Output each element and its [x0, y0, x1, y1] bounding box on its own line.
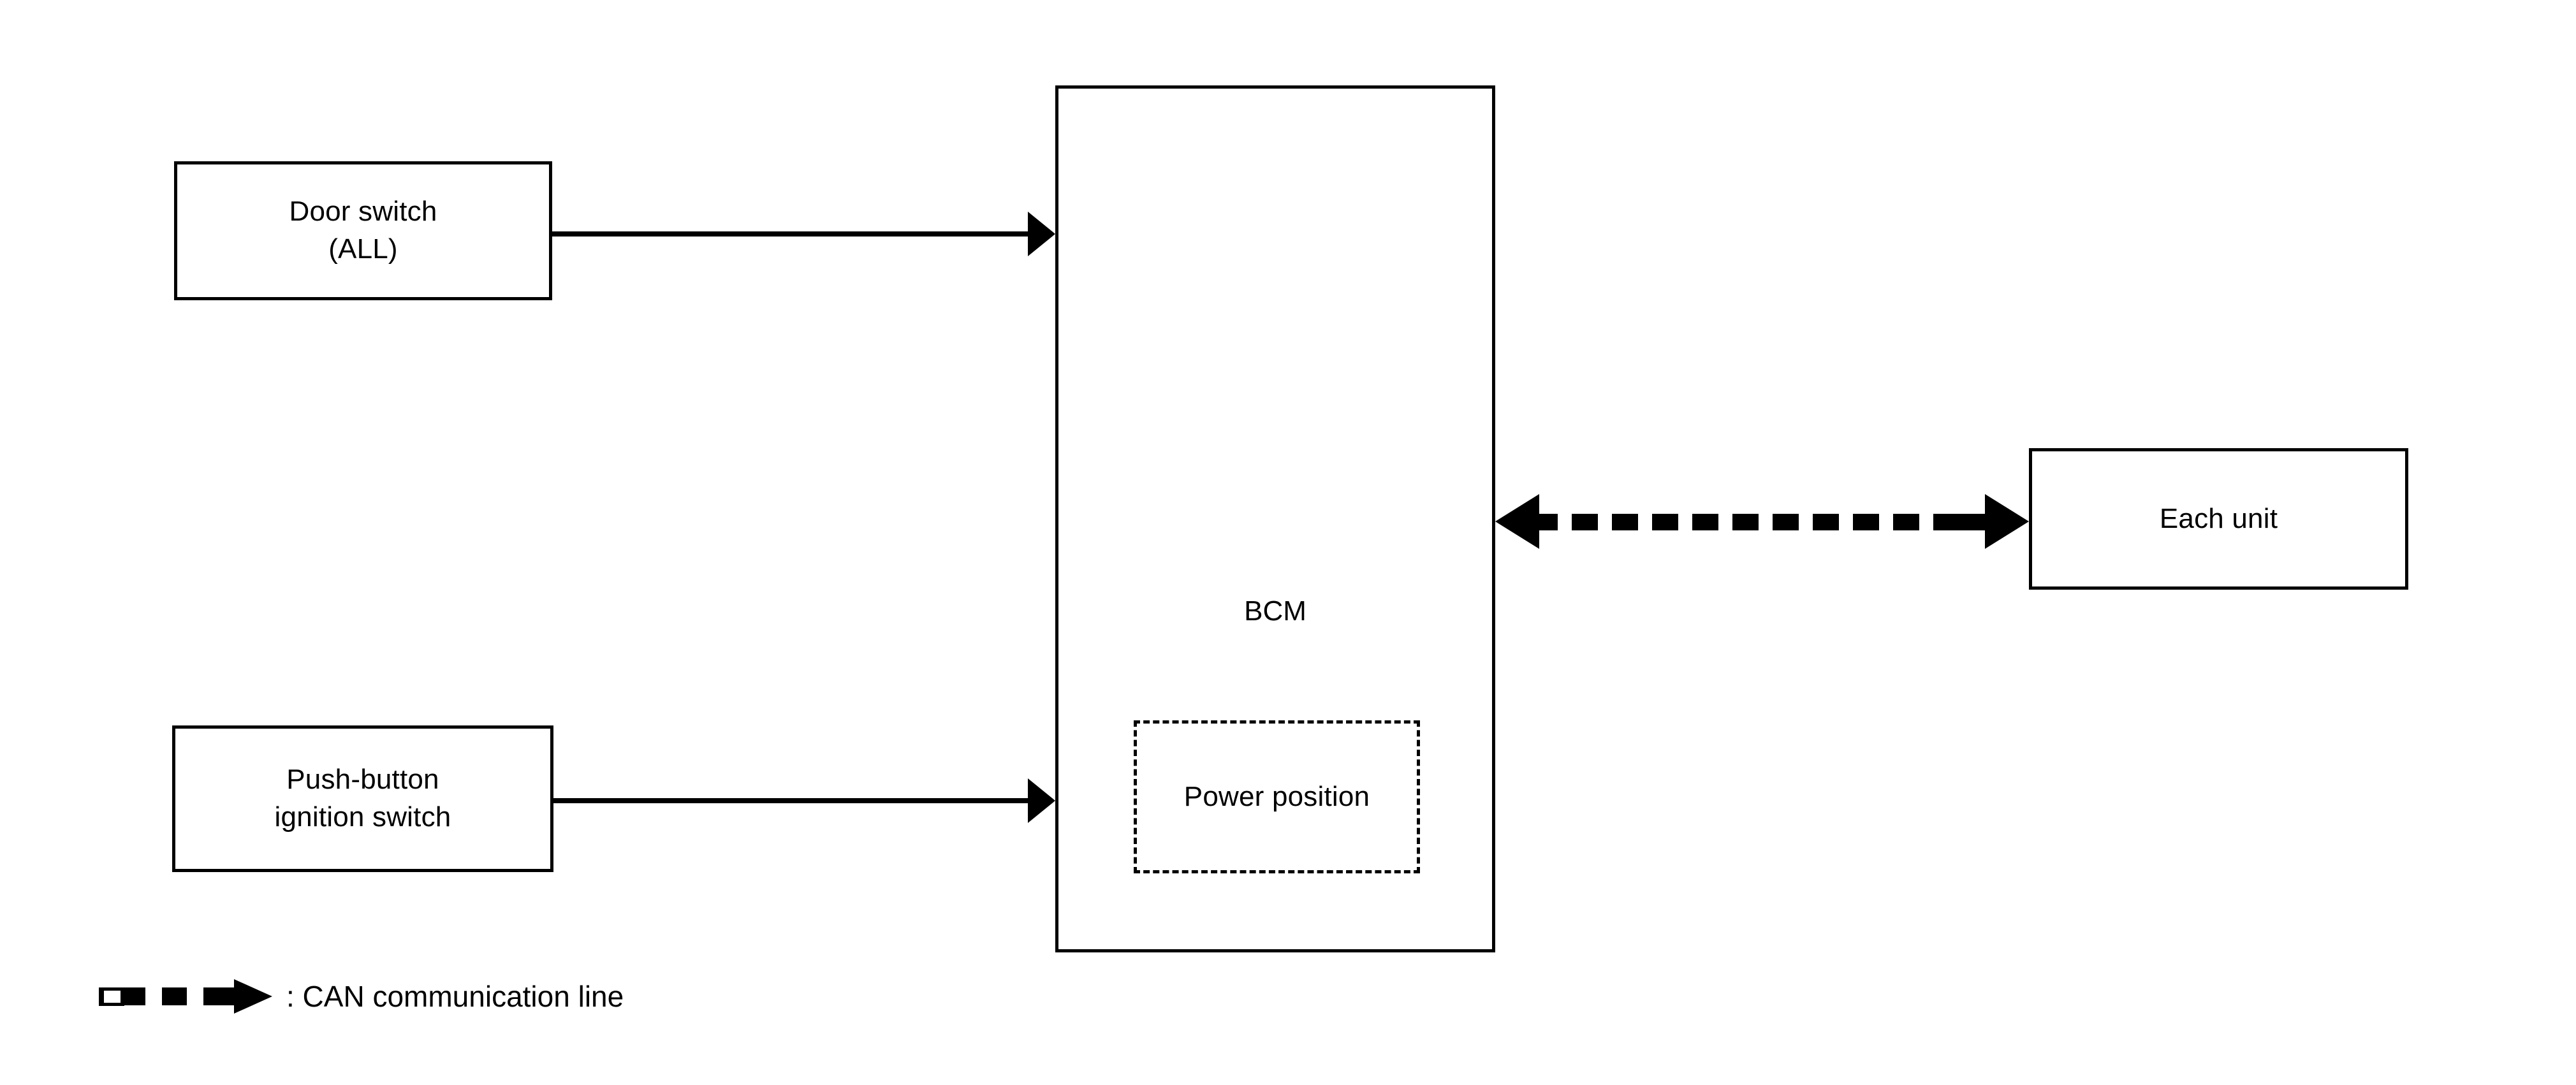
node-push-button-ignition-switch-label: Push-button ignition switch — [274, 764, 451, 833]
node-door-switch-label: Door switch (ALL) — [289, 196, 437, 265]
node-push-button-ignition-switch[interactable]: Push-button ignition switch — [172, 725, 553, 872]
connector-ignition-switch-to-bcm — [553, 778, 1055, 823]
node-each-unit-label: Each unit — [2159, 502, 2278, 534]
node-power-position-label: Power position — [1183, 780, 1370, 812]
node-power-position[interactable]: Power position — [1134, 720, 1420, 873]
node-each-unit[interactable]: Each unit — [2029, 448, 2408, 590]
node-bcm[interactable]: BCM Power position — [1055, 85, 1495, 952]
connector-bcm-to-each-unit-can — [1495, 494, 2029, 549]
node-door-switch[interactable]: Door switch (ALL) — [174, 161, 552, 300]
legend-can-communication-line: : CAN communication line — [99, 975, 624, 1017]
legend-can-communication-line-label: : CAN communication line — [286, 980, 624, 1013]
can-communication-arrow-icon — [99, 979, 272, 1014]
connector-door-switch-to-bcm — [552, 212, 1055, 256]
node-bcm-label: BCM — [1244, 595, 1306, 627]
